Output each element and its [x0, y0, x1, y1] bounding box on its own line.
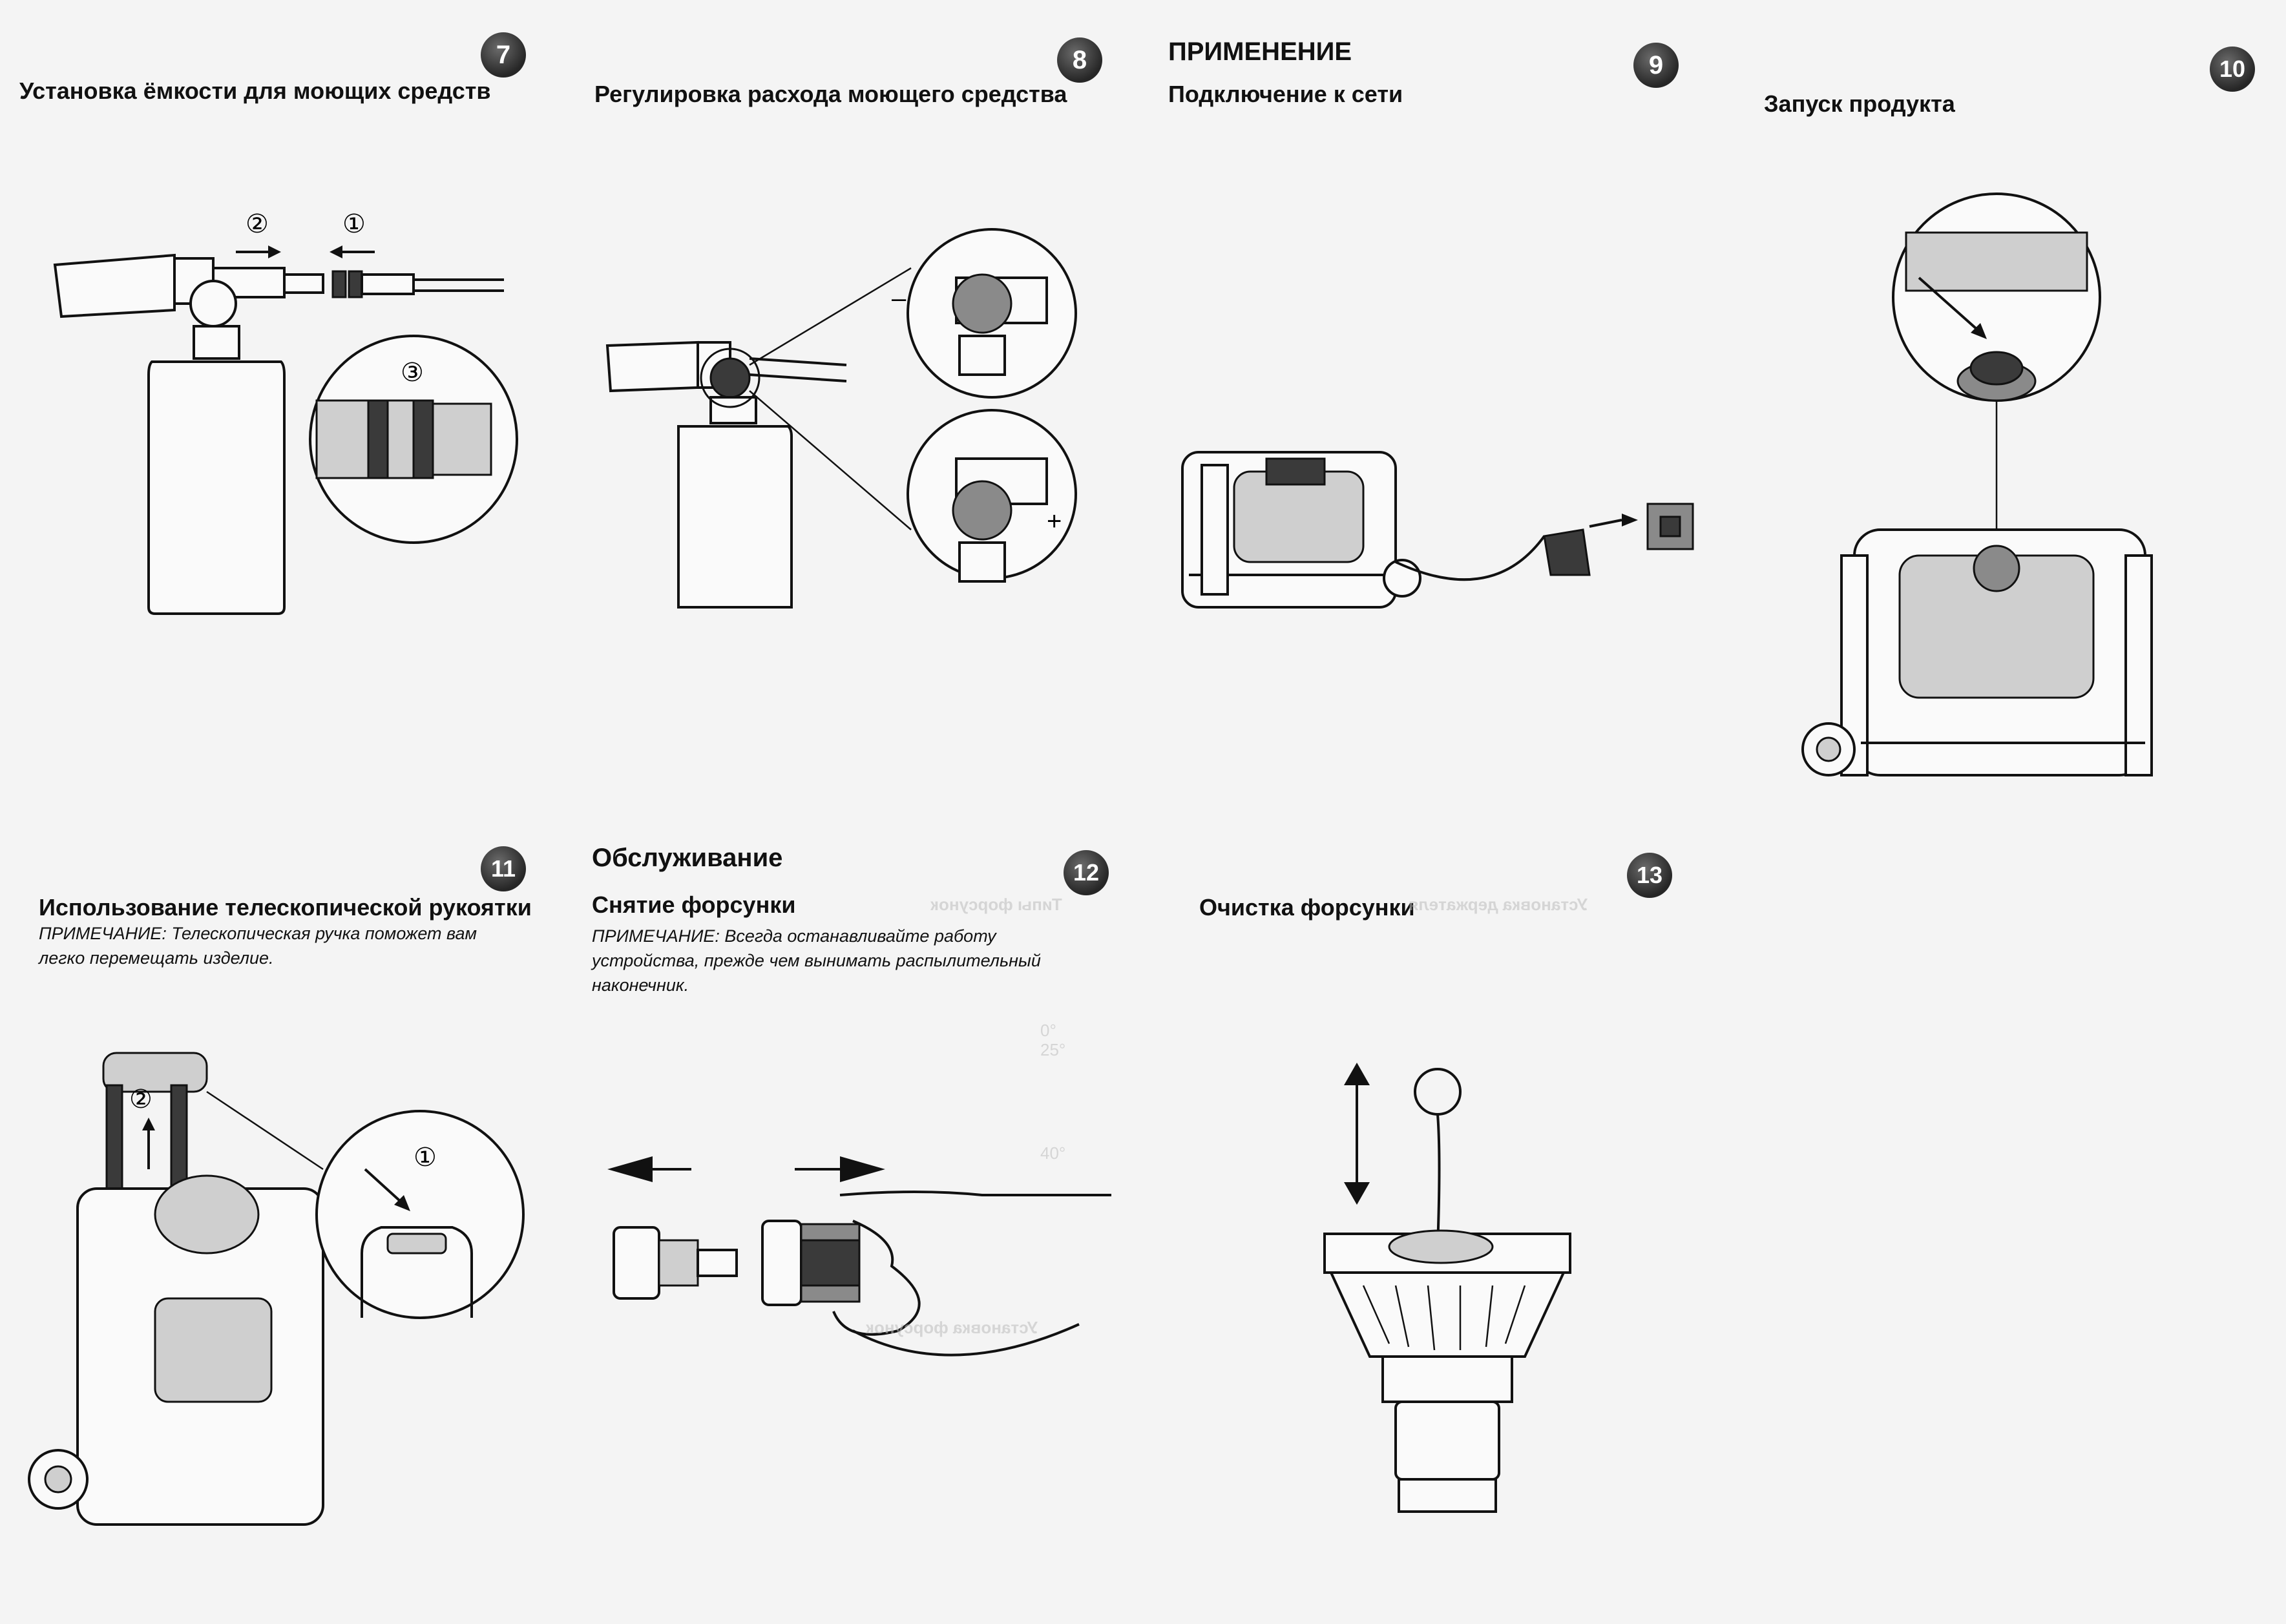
step-badge-11: 11 [481, 846, 526, 891]
start-product-illustration [1801, 193, 2153, 776]
panel-8-title: Регулировка расхода моющего средства [594, 81, 1067, 107]
bleed-text-nozzle-install: Установка форсунок [866, 1318, 1038, 1337]
plus-sign: + [1047, 507, 1062, 536]
nozzle-cleaning-illustration [1323, 1063, 1571, 1513]
bleed-text-holder-install: Установка держателя [1409, 895, 1588, 914]
panel-10-title: Запуск продукта [1764, 90, 1955, 117]
panel-13-title: Очистка форсунки [1199, 894, 1415, 921]
callout-1: ① [342, 209, 366, 239]
bleed-text-angle-25: 25° [1040, 1040, 1066, 1059]
power-connection-illustration [1181, 451, 1694, 609]
callout-2: ② [246, 209, 269, 239]
nozzle-removal-illustration [607, 1156, 1111, 1357]
panel-7-title: Установка ёмкости для моющих средств [19, 78, 491, 104]
step-badge-12: 12 [1064, 850, 1109, 895]
bleed-text-nozzle-types: Типы форсунок [930, 895, 1062, 914]
callout-2: ② [129, 1085, 152, 1114]
section-heading-application: ПРИМЕНЕНИЕ [1168, 37, 1352, 66]
panel-9-title: Подключение к сети [1168, 81, 1403, 107]
telescopic-handle-illustration: ② ① [28, 1052, 525, 1526]
section-heading-maintenance: Обслуживание [592, 844, 783, 872]
callout-3: ③ [401, 358, 424, 388]
step-badge-7: 7 [481, 32, 526, 78]
panel-12-note: ПРИМЕЧАНИЕ: Всегда останавливайте работу… [592, 926, 1041, 995]
step-badge-8: 8 [1057, 37, 1102, 83]
panel-11-note: ПРИМЕЧАНИЕ: Телескопическая ручка поможе… [39, 924, 477, 968]
step-badge-9: 9 [1633, 43, 1679, 88]
panel-11-title: Использование телескопической рукоятки [39, 894, 532, 921]
bleed-text-angle-40: 40° [1040, 1143, 1066, 1163]
callout-1: ① [414, 1143, 437, 1172]
panel-12-title: Снятие форсунки [592, 891, 796, 918]
minus-sign: – [892, 284, 907, 313]
detergent-dial-illustration: – + [605, 228, 1077, 609]
step-badge-13: 13 [1627, 853, 1672, 898]
bleed-text-angle-0: 0° [1040, 1021, 1056, 1040]
foam-cannon-illustration: ② ① ③ [53, 209, 518, 615]
step-badge-10: 10 [2210, 47, 2255, 92]
